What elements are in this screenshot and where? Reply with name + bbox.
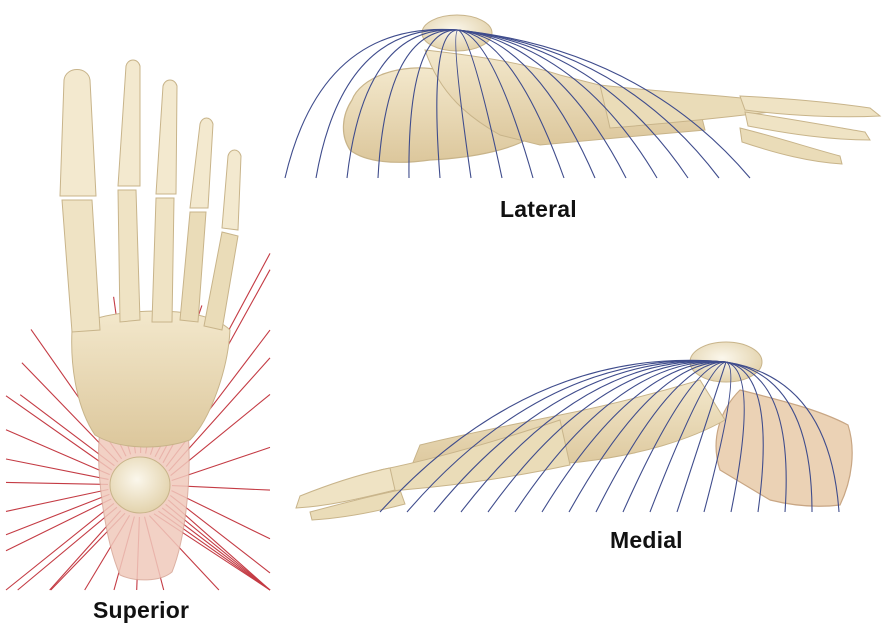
superior-metatarsal-3 bbox=[152, 198, 174, 322]
superior-axis-ray bbox=[6, 482, 108, 484]
lateral-view bbox=[285, 15, 880, 178]
superior-metatarsal-2 bbox=[118, 190, 140, 322]
medial-metatarsals bbox=[375, 420, 570, 492]
superior-axis-ray bbox=[6, 503, 114, 590]
superior-toe-3 bbox=[156, 80, 177, 194]
superior-talus-head bbox=[110, 457, 170, 513]
superior-view-label: Superior bbox=[93, 597, 189, 624]
medial-foot-bones bbox=[296, 342, 852, 520]
superior-metatarsal-1 bbox=[62, 200, 100, 332]
superior-toe-4 bbox=[190, 118, 213, 208]
superior-view bbox=[6, 60, 270, 590]
superior-axis-ray bbox=[6, 430, 110, 475]
superior-toe-1 bbox=[60, 70, 96, 197]
lateral-foot-bones bbox=[343, 15, 880, 164]
superior-toe-2 bbox=[118, 60, 140, 186]
lateral-view-label: Lateral bbox=[500, 196, 577, 223]
superior-metatarsal-5 bbox=[204, 232, 238, 330]
lateral-toe-1 bbox=[740, 96, 880, 117]
superior-tarsals bbox=[72, 311, 230, 447]
superior-axis-ray bbox=[18, 507, 117, 590]
medial-view bbox=[296, 342, 852, 520]
superior-axis-ray bbox=[6, 459, 109, 479]
medial-view-label: Medial bbox=[610, 527, 683, 554]
superior-toe-5 bbox=[222, 150, 241, 230]
superior-foot-bones bbox=[60, 60, 241, 580]
